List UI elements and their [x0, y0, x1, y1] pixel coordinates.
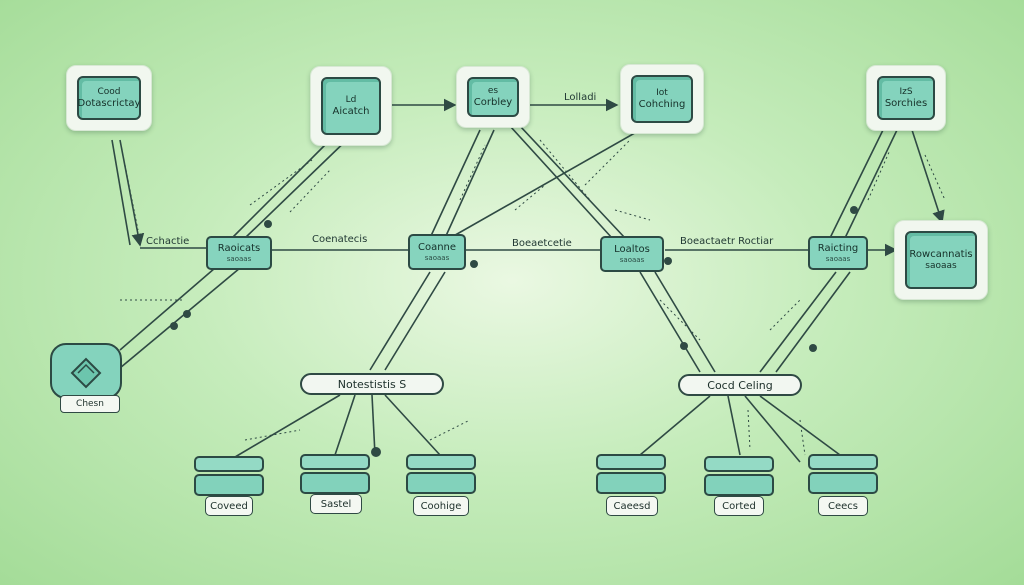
- top-card-4-inner: Iot Cohching: [631, 75, 693, 123]
- middle-node-1-line2: saoaas: [226, 254, 252, 263]
- cloud-storage-label: Chesn: [60, 395, 120, 413]
- top-card-3[interactable]: es Corbley: [456, 66, 530, 128]
- right-card[interactable]: Rowcannatis saoaas: [894, 220, 988, 300]
- cloud-storage-body: [50, 343, 122, 399]
- middle-node-3[interactable]: Loaltos saoaas: [600, 236, 664, 272]
- top-card-2-line2: Aicatch: [332, 105, 370, 117]
- bottom-left-label-2: Sastel: [310, 494, 362, 514]
- bottom-right-stack-1[interactable]: [596, 454, 666, 498]
- right-card-inner: Rowcannatis saoaas: [905, 231, 977, 289]
- bottom-left-label-1: Coveed: [205, 496, 253, 516]
- stack-bottom-layer: [406, 472, 476, 494]
- pill-right[interactable]: Cocd Celing: [678, 374, 802, 396]
- stack-top-layer: [406, 454, 476, 470]
- stack-top-layer: [808, 454, 878, 470]
- top-card-3-line2: Corbley: [473, 96, 513, 108]
- diamond-icon: [70, 357, 102, 389]
- stack-bottom-layer: [596, 472, 666, 494]
- top-card-1-line2: Dotascrictay: [77, 97, 141, 109]
- middle-node-3-line2: saoaas: [619, 255, 645, 264]
- top-card-4[interactable]: Iot Cohching: [620, 64, 704, 134]
- right-card-line2: saoaas: [925, 260, 957, 271]
- top-card-5-inner: IzS Sorchies: [877, 76, 935, 120]
- top-card-3-line1: es: [487, 85, 499, 96]
- top-card-4-line2: Cohching: [638, 98, 686, 110]
- middle-node-2-line2: saoaas: [424, 253, 450, 262]
- middle-node-2[interactable]: Coanne saoaas: [408, 234, 466, 270]
- pill-left[interactable]: Notestistis S: [300, 373, 444, 395]
- stack-bottom-layer: [808, 472, 878, 494]
- edge-label-boeaetcetie: Boeaetcetie: [512, 238, 572, 249]
- bottom-right-stack-2[interactable]: [704, 456, 774, 500]
- bottom-left-stack-1[interactable]: [194, 456, 264, 500]
- stack-top-layer: [194, 456, 264, 472]
- right-card-line1: Rowcannatis: [909, 248, 973, 260]
- stack-top-layer: [300, 454, 370, 470]
- middle-node-4-line1: Raicting: [817, 242, 859, 254]
- bottom-left-stack-2[interactable]: [300, 454, 370, 498]
- top-card-5-line1: IzS: [899, 86, 913, 97]
- top-card-3-inner: es Corbley: [467, 77, 519, 117]
- top-card-5[interactable]: IzS Sorchies: [866, 65, 946, 131]
- top-card-1-line1: Cood: [97, 86, 121, 97]
- middle-node-4[interactable]: Raicting saoaas: [808, 236, 868, 270]
- cloud-storage[interactable]: Chesn: [50, 335, 124, 413]
- stack-top-layer: [596, 454, 666, 470]
- edge-label-boeactaetr: Boeactaetr Roctiar: [680, 236, 774, 247]
- top-card-1-inner: Cood Dotascrictay: [77, 76, 141, 120]
- stack-top-layer: [704, 456, 774, 472]
- bottom-right-label-2: Corted: [714, 496, 764, 516]
- stack-bottom-layer: [704, 474, 774, 496]
- top-card-2[interactable]: Ld Aicatch: [310, 66, 392, 146]
- top-card-4-line1: Iot: [656, 87, 668, 98]
- middle-node-1-line1: Raoicats: [217, 242, 261, 254]
- bottom-left-label-3: Coohige: [413, 496, 469, 516]
- top-card-2-inner: Ld Aicatch: [321, 77, 381, 135]
- bottom-right-label-3: Ceecs: [818, 496, 868, 516]
- stack-bottom-layer: [300, 472, 370, 494]
- stack-bottom-layer: [194, 474, 264, 496]
- edge-label-lolladi: Lolladi: [564, 92, 597, 103]
- middle-node-3-line1: Loaltos: [614, 243, 650, 255]
- edge-label-coenatecis: Coenatecis: [312, 234, 368, 245]
- middle-node-1[interactable]: Raoicats saoaas: [206, 236, 272, 270]
- top-card-2-line1: Ld: [345, 94, 357, 105]
- bottom-left-stack-3[interactable]: [406, 454, 476, 498]
- top-card-1[interactable]: Cood Dotascrictay: [66, 65, 152, 131]
- top-card-5-line2: Sorchies: [884, 97, 928, 109]
- bottom-right-stack-3[interactable]: [808, 454, 878, 498]
- middle-node-2-line1: Coanne: [417, 241, 457, 253]
- bottom-right-label-1: Caeesd: [606, 496, 658, 516]
- edge-label-cchactie: Cchactie: [146, 236, 190, 247]
- middle-node-4-line2: saoaas: [825, 254, 851, 263]
